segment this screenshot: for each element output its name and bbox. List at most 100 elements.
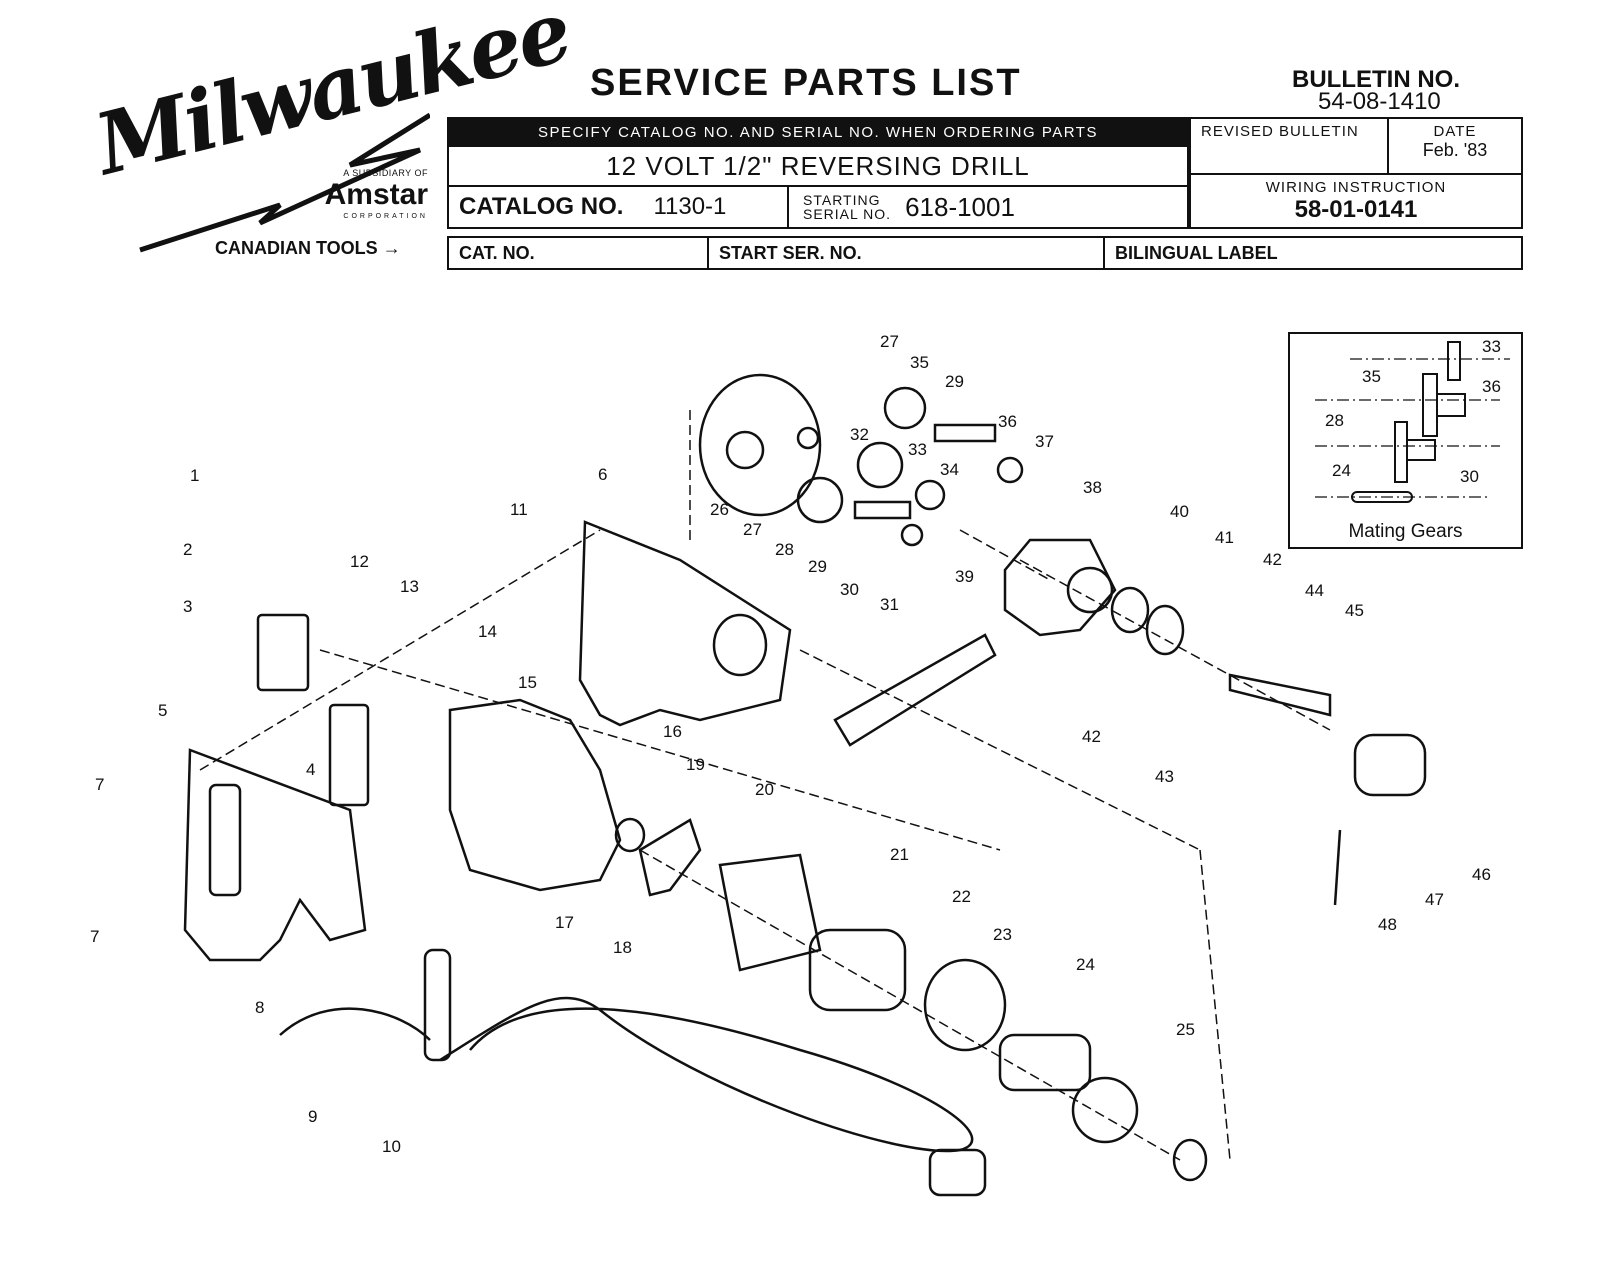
- shaft-30: [853, 500, 912, 520]
- spindle: [1228, 673, 1332, 717]
- chuck-key: [1333, 829, 1342, 906]
- brush-card: [638, 818, 702, 897]
- mating-label-28: 28: [1325, 411, 1344, 430]
- gear-35: [883, 386, 927, 430]
- callout-28: 28: [775, 540, 794, 559]
- armature: [998, 1033, 1092, 1092]
- canadian-start-ser: START SER. NO.: [709, 238, 1105, 268]
- canadian-row: CAT. NO. START SER. NO. BILINGUAL LABEL: [447, 236, 1523, 270]
- mating-label-30: 30: [1460, 467, 1479, 486]
- callout-17: 17: [555, 913, 574, 932]
- callout-10: 10: [382, 1137, 401, 1156]
- exploded-parts-diagram: 1 2 3 4 5 6 7 7 8 9 10 11 12 13 14 15 16…: [90, 332, 1491, 1197]
- callout-37: 37: [1035, 432, 1054, 451]
- serial-cell: STARTING SERIAL NO. 618-1001: [789, 185, 1189, 229]
- callout-31: 31: [880, 595, 899, 614]
- callout-24: 24: [1076, 955, 1095, 974]
- callout-25: 25: [1176, 1020, 1195, 1039]
- catalog-label: CATALOG NO.: [459, 193, 624, 220]
- part-drawings: [183, 373, 1427, 1197]
- callout-35: 35: [910, 353, 929, 372]
- callout-44: 44: [1305, 581, 1324, 600]
- callout-48: 48: [1378, 915, 1397, 934]
- callout-4: 4: [306, 760, 315, 779]
- bulletin-number: 54-08-1410: [1318, 88, 1441, 115]
- callout-20: 20: [755, 780, 774, 799]
- catalog-cell: CATALOG NO. 1130-1: [447, 185, 789, 229]
- milwaukee-logo: Milwaukee A SUBSIDIARY OF Amstar CORPORA…: [86, 0, 578, 265]
- mating-label-36: 36: [1482, 377, 1501, 396]
- callout-27b: 27: [743, 520, 762, 539]
- mating-label-33: 33: [1482, 337, 1501, 356]
- callout-1: 1: [190, 466, 199, 485]
- handle-left: [183, 748, 367, 962]
- amstar-logo: Amstar: [324, 178, 428, 211]
- canadian-cat-no: CAT. NO.: [449, 238, 709, 268]
- callout-15: 15: [518, 673, 537, 692]
- callout-12: 12: [350, 552, 369, 571]
- callout-42a: 42: [1263, 550, 1282, 569]
- housing-bore: [712, 613, 768, 677]
- bearing-37: [996, 456, 1024, 484]
- serial-label-line1: STARTING: [803, 192, 881, 208]
- callout-39: 39: [955, 567, 974, 586]
- assembly-lines: [199, 410, 1331, 1161]
- handle-grip: [208, 783, 242, 897]
- serial-number: 618-1001: [905, 191, 1015, 222]
- catalog-row: CATALOG NO. 1130-1 STARTING SERIAL NO. 6…: [447, 185, 1189, 229]
- callout-numbers: 1 2 3 4 5 6 7 7 8 9 10 11 12 13 14 15 16…: [90, 332, 1491, 1156]
- callout-11: 11: [510, 500, 528, 519]
- callout-13: 13: [400, 577, 419, 596]
- canadian-tools-label: CANADIAN TOOLS →: [215, 238, 401, 259]
- chuck: [1353, 733, 1427, 797]
- callout-23: 23: [993, 925, 1012, 944]
- bushing-34: [914, 479, 946, 511]
- callout-47: 47: [1425, 890, 1444, 909]
- gear-28: [796, 476, 844, 524]
- armature-core: [808, 928, 907, 1012]
- callout-9: 9: [308, 1107, 317, 1126]
- bearing-18: [614, 817, 646, 853]
- bulletin-label: BULLETIN NO.: [1292, 66, 1460, 93]
- wiring-label: WIRING INSTRUCTION: [1265, 179, 1447, 196]
- callout-7b: 7: [90, 927, 99, 946]
- callout-34: 34: [940, 460, 959, 479]
- mating-label-24: 24: [1332, 461, 1351, 480]
- catalog-number: 1130-1: [653, 193, 727, 220]
- callout-7a: 7: [95, 775, 104, 794]
- arrow-right-icon: →: [382, 238, 401, 258]
- field-shell: [718, 853, 822, 972]
- canadian-bilingual-label: BILINGUAL LABEL: [1115, 242, 1278, 263]
- revised-bulletin: REVISED BULLETIN: [1191, 119, 1389, 175]
- mating-gears-inset: 33 35 36 28 30 24 Mating Gears: [1288, 332, 1523, 549]
- bearing-25: [1172, 1138, 1208, 1182]
- callout-8: 8: [255, 998, 264, 1017]
- callout-46: 46: [1472, 865, 1491, 884]
- serial-label: STARTING SERIAL NO.: [803, 193, 891, 221]
- switch-body: [328, 703, 370, 807]
- strain-relief: [423, 948, 452, 1062]
- wiring-cell: WIRING INSTRUCTION 58-01-0141: [1191, 175, 1521, 227]
- cord-lead: [279, 1007, 431, 1041]
- bearing-31: [900, 523, 924, 547]
- callout-45: 45: [1345, 601, 1364, 620]
- callout-30: 30: [840, 580, 859, 599]
- callout-42b: 42: [1082, 727, 1101, 746]
- callout-18: 18: [613, 938, 632, 957]
- wiring-number: 58-01-0141: [1294, 196, 1418, 223]
- gear-case: [1003, 538, 1117, 637]
- date-value: Feb. '83: [1422, 140, 1488, 160]
- callout-29b: 29: [808, 557, 827, 576]
- date-label: DATE: [1433, 123, 1477, 140]
- side-handle: [833, 633, 997, 747]
- gear-33: [856, 441, 904, 489]
- lightning-bolt-icon: [139, 112, 430, 253]
- ring-41: [1145, 604, 1185, 656]
- callout-6: 6: [598, 465, 607, 484]
- brush-holder: [256, 613, 310, 692]
- callout-40: 40: [1170, 502, 1189, 521]
- specify-banner: SPECIFY CATALOG NO. AND SERIAL NO. WHEN …: [447, 117, 1189, 147]
- bulletin-info-box: REVISED BULLETIN DATE Feb. '83 WIRING IN…: [1189, 117, 1523, 229]
- power-cord: [439, 996, 974, 1153]
- canadian-tools-text: CANADIAN TOOLS: [215, 238, 378, 258]
